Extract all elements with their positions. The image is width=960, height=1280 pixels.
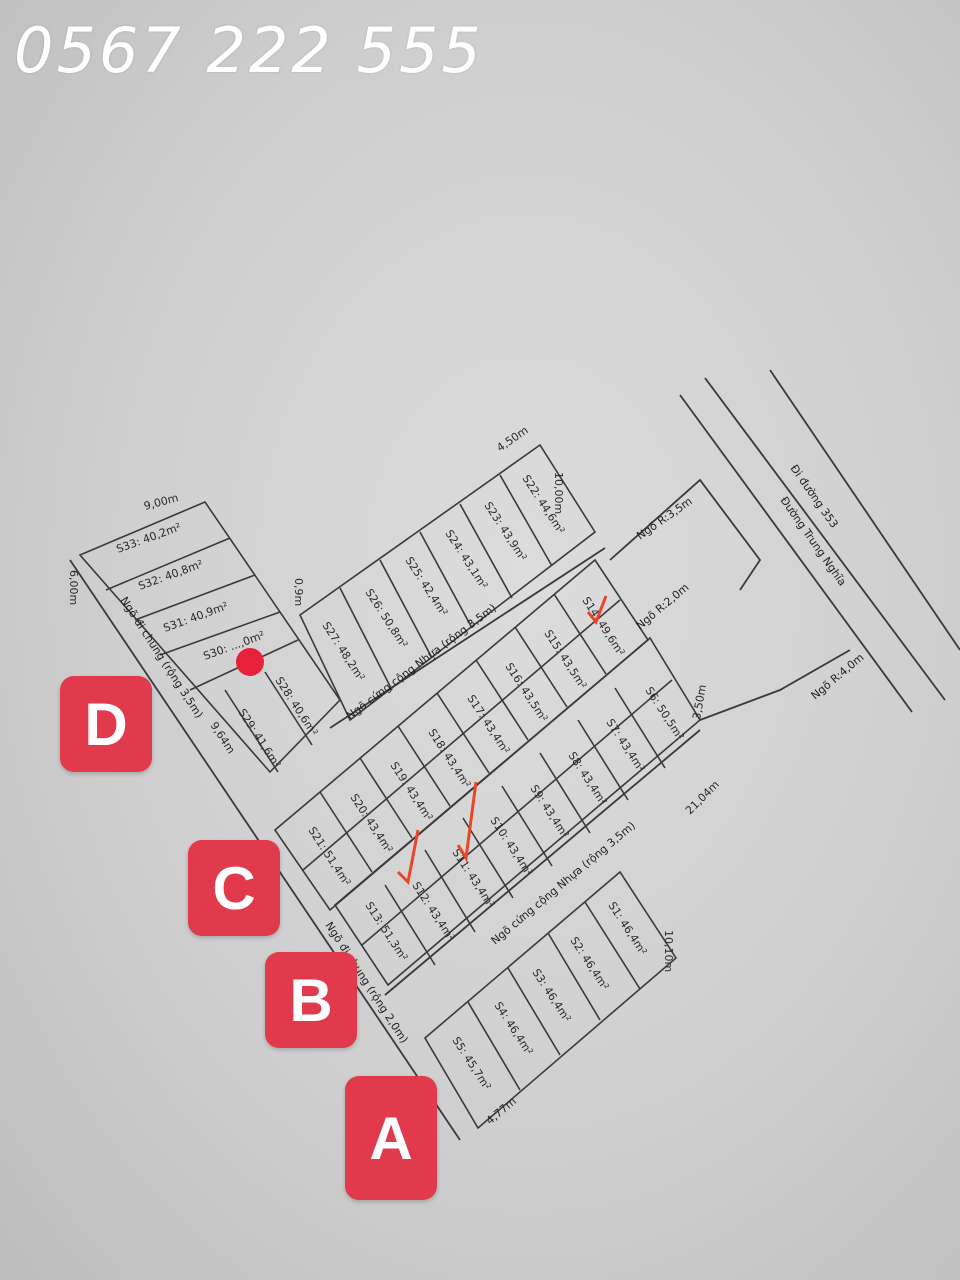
lot-label-s2: S2: 46,4m² xyxy=(567,935,611,993)
road-label-trung-nghia: Đường Trung Nghĩa xyxy=(778,494,849,588)
lot-label-s12: S12: 43,4m² xyxy=(409,880,457,944)
road-edge xyxy=(704,377,946,701)
badge-c: C xyxy=(188,840,280,936)
check-mark-icon xyxy=(586,595,608,625)
dim-label: 0,9m xyxy=(292,578,305,606)
phone-number: 0567 222 555 xyxy=(14,14,484,87)
road-label-r40: Ngõ R:4,0m xyxy=(809,651,867,703)
dim-label: 6,00m xyxy=(67,570,80,605)
lot-block-s1-s5 xyxy=(423,870,678,1130)
dim-label: 3,50m xyxy=(690,684,709,721)
lot-block-s28-s33 xyxy=(78,501,342,774)
dim-label: 10,10m xyxy=(662,930,675,972)
lot-block-s22-s27 xyxy=(298,443,597,722)
lot-label-s26: S26: 50,8m² xyxy=(362,587,410,651)
lot-label-s25: S25: 42,4m² xyxy=(402,555,450,619)
badge-a: A xyxy=(345,1076,437,1200)
road-edge xyxy=(679,394,913,713)
lot-label-s8: S8: 43,4m² xyxy=(565,750,609,808)
lot-label-s31: S31: 40,9m² xyxy=(162,599,230,634)
lot-block-s14-s21 xyxy=(273,558,650,912)
road-label-r20: Ngõ R:2,0m xyxy=(634,581,692,633)
lane-edge xyxy=(329,547,606,729)
dim-label: 9,00m xyxy=(142,491,179,513)
dim-label: 21,04m xyxy=(683,778,722,817)
road-edge xyxy=(769,369,960,651)
lot-block-s6-s13 xyxy=(333,636,702,987)
location-dot-icon xyxy=(236,648,264,676)
road-label-r35: Ngõ R:3,5m xyxy=(634,495,694,543)
dim-label: 10,00m xyxy=(552,472,565,514)
lot-label-s24: S24: 43,1m² xyxy=(442,528,490,592)
lot-label-s28: S28: 40,6m² xyxy=(272,675,320,739)
badge-d: D xyxy=(60,676,152,772)
lane-edge xyxy=(609,478,762,591)
dim-label: 4,77m xyxy=(484,1095,519,1128)
lot-label-s7: S7: 43,4m² xyxy=(603,717,647,775)
lot-label-s5: S5: 45,7m² xyxy=(449,1035,493,1093)
lane-edge xyxy=(699,649,851,721)
lot-label-s9: S9: 43,4m² xyxy=(527,783,571,841)
lot-label-s4: S4: 46,4m² xyxy=(491,1000,535,1058)
dim-label: 9,64m xyxy=(207,720,237,757)
lane-edge xyxy=(384,729,701,996)
lot-label-s23: S23: 43,9m² xyxy=(481,500,529,564)
badge-b: B xyxy=(265,952,357,1048)
lot-label-s6: S6: 50,5m² xyxy=(642,685,686,743)
check-mark-icon xyxy=(456,781,478,863)
check-mark-icon xyxy=(396,829,420,886)
dim-label: 4,50m xyxy=(494,424,530,455)
